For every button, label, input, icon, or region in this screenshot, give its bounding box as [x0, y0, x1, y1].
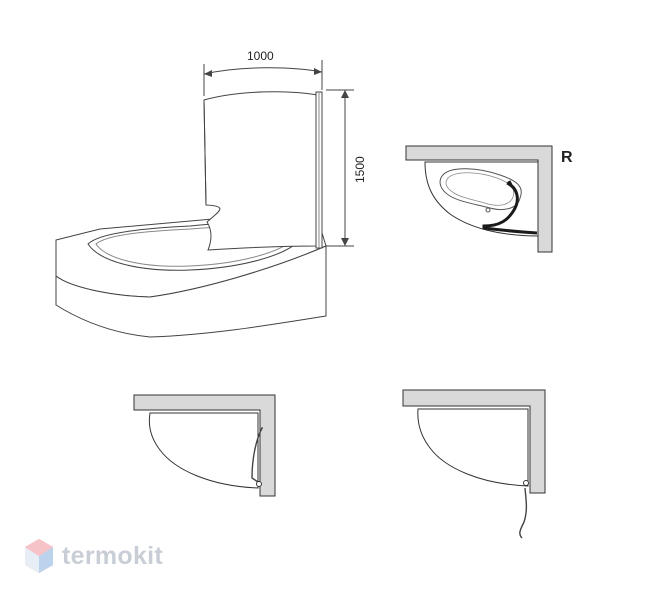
plan-tub — [424, 161, 539, 237]
glass-screen — [203, 91, 319, 251]
tub-front-panel — [55, 240, 327, 338]
screen-open — [519, 487, 528, 539]
width-dimension — [203, 60, 323, 96]
orientation-label: R — [561, 149, 573, 166]
plan-walls — [405, 145, 553, 253]
plan-view-bottom-left — [133, 394, 276, 497]
plan-screen — [482, 181, 538, 235]
hexagon-icon — [25, 539, 53, 573]
watermark-text: termokit — [62, 541, 164, 570]
plan-view-right — [405, 145, 553, 253]
height-label: 1500 — [353, 156, 367, 183]
screen-closed — [251, 427, 263, 483]
height-dimension — [326, 89, 354, 247]
width-label: 1000 — [247, 49, 274, 63]
watermark-logo: termokit — [24, 534, 163, 578]
plan-view-bottom-right — [402, 389, 546, 539]
bathtub-perspective-drawing — [55, 91, 327, 338]
